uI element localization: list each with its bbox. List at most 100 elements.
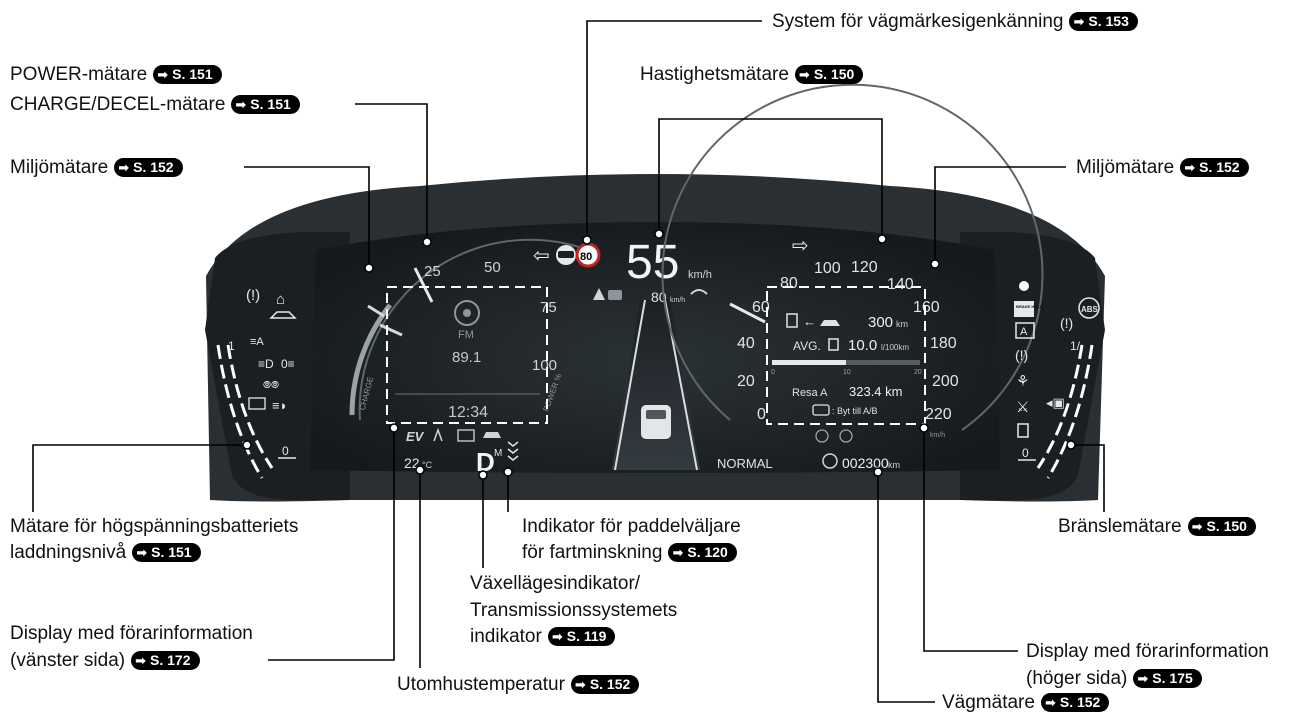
check-engine-icon: ⌂ <box>276 291 285 308</box>
leader-charge <box>355 103 428 240</box>
callout-outside-temp: Utomhustemperatur➡S. 152 <box>397 672 640 697</box>
power-tick-100: 100 <box>532 357 557 374</box>
info-icon <box>822 453 838 469</box>
page-ref-button[interactable]: ➡S. 153 <box>1069 12 1138 31</box>
arrow-right-icon: ➡ <box>135 653 147 668</box>
svg-text:←: ← <box>803 314 816 329</box>
fuel-gauge-half: 1/ <box>1070 339 1081 353</box>
speedo-tick-220: 220 <box>925 406 952 423</box>
side-lights-icon: ⦾⦾ <box>263 380 279 391</box>
arrow-right-icon: ➡ <box>672 545 684 560</box>
speedo-tick-160: 160 <box>913 299 940 316</box>
page-ref-button[interactable]: ➡S. 119 <box>547 627 616 646</box>
speedo-tick-60: 60 <box>752 299 770 316</box>
callout-display-left-line2: (vänster sida)➡S. 172 <box>10 648 200 673</box>
page-ref-button[interactable]: ➡S. 151 <box>153 65 222 84</box>
callout-battery-line2: laddningsnivå➡S. 151 <box>10 540 201 565</box>
odometer-value: 002300 <box>842 455 889 471</box>
avg-bar-tick-20: 20 <box>914 369 922 376</box>
leader-sign-rec <box>586 20 762 238</box>
page-ref-button[interactable]: ➡S. 175 <box>1133 669 1202 688</box>
road-view <box>612 300 700 470</box>
abs-icon <box>1078 297 1100 319</box>
speedo-tick-200: 200 <box>932 373 959 390</box>
range-unit: km <box>896 319 908 329</box>
acc-icon <box>608 290 622 300</box>
clock-display: 12:34 <box>448 404 488 421</box>
arrow-right-icon: ➡ <box>1184 160 1196 175</box>
trip-value: 323.4 km <box>849 384 902 399</box>
headlight-auto-icon: ≡A <box>250 336 264 348</box>
power-needle <box>413 267 434 303</box>
callout-gear-line1: Växellägesindikator/ <box>470 573 641 594</box>
arrow-right-icon: ➡ <box>136 545 148 560</box>
callout-gear-line2: Transmissionssystemets <box>470 600 678 621</box>
avg-value: 10.0 <box>848 337 877 354</box>
page-ref-button[interactable]: ➡S. 151 <box>231 95 300 114</box>
steering-button-icon <box>812 404 830 416</box>
outside-temp-unit: °C <box>422 460 433 470</box>
page-ref-button[interactable]: ➡S. 150 <box>1187 517 1256 536</box>
speed-value: 55 <box>626 236 679 289</box>
car-icon <box>820 320 840 326</box>
speedo-tick-80: 80 <box>780 275 798 292</box>
leader-eco-left <box>244 166 370 266</box>
arrow-right-icon: ➡ <box>118 160 130 175</box>
arrow-right-icon: ➡ <box>1191 519 1203 534</box>
set-speed-unit: km/h <box>670 297 685 304</box>
high-beam-icon: ≡◗ <box>272 398 287 413</box>
callout-eco-right: Miljömätare➡S. 152 <box>1076 155 1249 180</box>
drive-mode: NORMAL <box>717 456 773 471</box>
page-ref-button[interactable]: ➡S. 152 <box>114 158 183 177</box>
system-warning-icon: (!) <box>1015 347 1028 363</box>
leader-odometer <box>877 474 935 703</box>
callout-display-right-line2: (höger sida)➡S. 175 <box>1026 666 1202 691</box>
page-ref-button[interactable]: ➡S. 151 <box>132 543 201 562</box>
leader-fuel <box>1073 444 1105 512</box>
charge-warning-icon <box>248 397 266 410</box>
speedo-tick-120: 120 <box>851 259 878 276</box>
page-ref-button[interactable]: ➡S. 152 <box>1180 158 1249 177</box>
arrow-right-icon: ➡ <box>235 97 247 112</box>
brake-hold-text: BRAKE HOLD <box>1016 304 1043 309</box>
fog-light-rear-icon: 0≡ <box>281 357 295 371</box>
speedometer-arc <box>661 83 1044 431</box>
page-ref-button[interactable]: ➡S. 152 <box>570 675 640 694</box>
avg-unit: l/100km <box>881 343 909 352</box>
battery-gauge-empty: 0 <box>282 444 289 458</box>
leader-speedo <box>658 118 883 237</box>
lane-keep-icon <box>593 288 605 300</box>
page-ref-button[interactable]: ➡S. 120 <box>668 543 737 562</box>
callout-eco-left: Miljömätare➡S. 152 <box>10 155 183 180</box>
avg-label: AVG. <box>793 339 821 353</box>
arrow-right-icon: ➡ <box>1137 671 1149 686</box>
page-ref-button[interactable]: ➡S. 172 <box>131 651 200 670</box>
seatbelt-icon: ⚔ <box>1016 399 1029 416</box>
right-display-box <box>766 286 926 425</box>
range-value: 300 <box>868 314 893 331</box>
arrow-right-icon: ➡ <box>551 629 563 644</box>
avg-bar-tick-10: 10 <box>843 369 851 376</box>
page-ref-button[interactable]: ➡S. 150 <box>794 65 864 84</box>
low-fuel-icon <box>1017 423 1029 438</box>
abs-text: ABS <box>1081 305 1099 314</box>
avg-bar-fill <box>772 360 846 365</box>
airbag-icon: ⚘ <box>1016 373 1029 390</box>
radio-frequency: 89.1 <box>452 349 481 366</box>
power-gauge-arc <box>358 238 601 421</box>
arrow-left-icon: ⇦ <box>533 245 550 267</box>
callout-speedometer: Hastighetsmätare➡S. 150 <box>640 62 864 87</box>
battery-gauge-arc <box>226 344 274 469</box>
fuel-pump-icon <box>786 313 798 328</box>
paddle-decel-icon <box>507 441 519 461</box>
speedometer-needle <box>729 302 766 324</box>
trip-label: Resa A <box>792 387 828 399</box>
tpms-icon: (!) <box>246 287 260 304</box>
page-ref-button[interactable]: ➡S. 152 <box>1040 693 1110 712</box>
brake-warning-icon: (!) <box>1060 315 1073 331</box>
battery-gauge-full: 1 <box>228 339 235 353</box>
callout-battery-line1: Mätare för högspänningsbatteriets <box>10 516 299 537</box>
door-open-icon <box>269 311 297 319</box>
callout-paddle-line2: för fartminskning➡S. 120 <box>522 540 737 565</box>
